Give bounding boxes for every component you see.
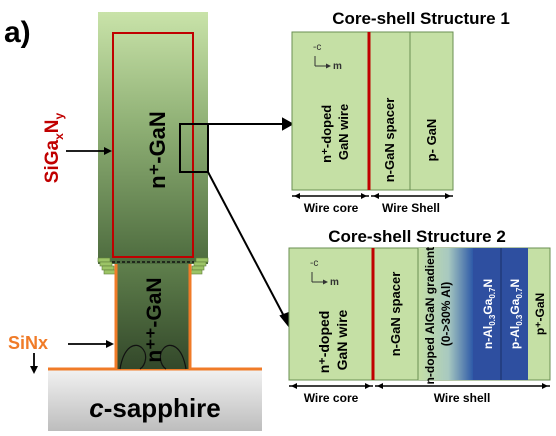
s2-layer-pgan: p⁺-GaN bbox=[533, 293, 547, 335]
nanowire bbox=[48, 12, 262, 431]
s2-m-axis-label: m bbox=[330, 277, 339, 288]
sinx-label: SiNx bbox=[8, 333, 48, 353]
s2-c-axis-label: -c bbox=[310, 258, 318, 269]
structure1-title: Core-shell Structure 1 bbox=[332, 9, 510, 28]
s1-c-axis-label: -c bbox=[313, 42, 321, 53]
substrate-label: c-sapphire bbox=[89, 393, 221, 423]
substrate-block bbox=[48, 369, 262, 431]
zoom-region-box bbox=[179, 123, 209, 173]
s2-core-label: Wire core bbox=[304, 391, 359, 405]
s2-n-algan-layer bbox=[473, 248, 501, 380]
s1-shell-label: Wire Shell bbox=[382, 201, 440, 215]
s2-shell-label: Wire shell bbox=[434, 391, 491, 405]
s1-core-label: Wire core bbox=[304, 201, 359, 215]
defect-curve-right bbox=[159, 344, 187, 370]
s1-layer-pgan: p- GaN bbox=[424, 119, 439, 162]
zoom-arrows bbox=[207, 117, 295, 329]
s1-m-axis-label: m bbox=[333, 61, 342, 72]
sigaxny-shell-outline bbox=[112, 32, 194, 258]
structure1-diagram bbox=[291, 31, 454, 199]
wire-step-edges bbox=[97, 257, 209, 275]
shell-material-label: SiGaxNy bbox=[42, 112, 66, 183]
core-label: n⁺-GaN bbox=[145, 111, 170, 189]
s1-layer-core: n⁺-doped GaN wire bbox=[319, 101, 351, 163]
s2-layer-core: n⁺-doped GaN wire bbox=[316, 307, 350, 374]
s2-layer-spacer: n-GaN spacer bbox=[388, 272, 403, 357]
s2-layer-algan-gradient: n-doped AlGaN gradient (0->30% Al) bbox=[423, 244, 453, 385]
wire-upper-body bbox=[98, 12, 208, 264]
base-label: n⁺⁺-GaN bbox=[143, 277, 166, 362]
shell-arrow bbox=[66, 147, 112, 155]
sinx-arrows bbox=[30, 340, 114, 374]
structure1-box bbox=[291, 31, 454, 191]
wire-lower-body bbox=[116, 264, 190, 369]
s2-p-algan-layer bbox=[501, 248, 528, 380]
structure2-diagram bbox=[288, 247, 551, 389]
panel-label: a) bbox=[4, 16, 31, 49]
s2-algan-gradient-layer bbox=[418, 248, 473, 380]
structure2-title: Core-shell Structure 2 bbox=[328, 227, 506, 246]
s1-layer-spacer: n-GaN spacer bbox=[382, 98, 397, 183]
defect-curve-left bbox=[119, 344, 147, 370]
